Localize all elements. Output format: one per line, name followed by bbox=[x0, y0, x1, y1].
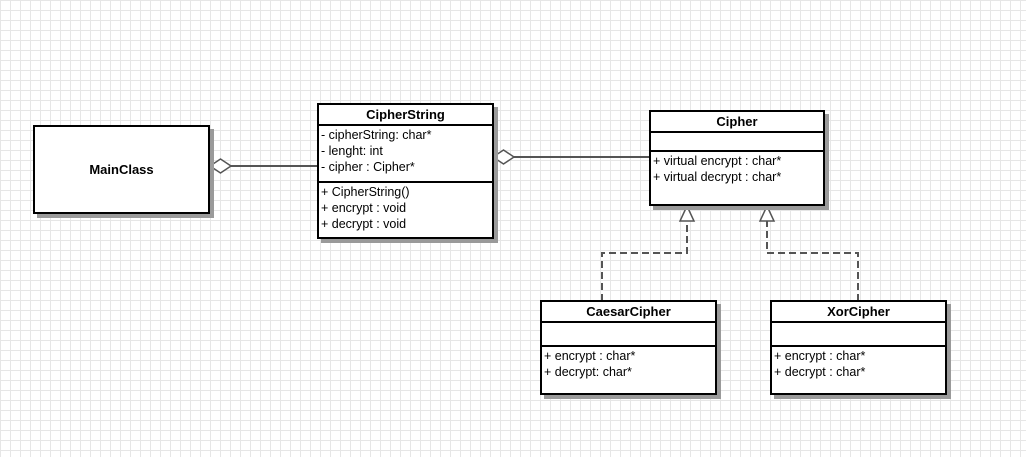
class-xorcipher[interactable]: XorCipher + encrypt : char* + decrypt : … bbox=[770, 300, 947, 395]
aggregation-diamond-cipherstring bbox=[491, 149, 516, 165]
class-cipherstring-method: + decrypt : void bbox=[321, 217, 407, 231]
aggregation-diamond-mainclass bbox=[208, 158, 233, 174]
class-cipher-method: + virtual encrypt : char* bbox=[653, 154, 782, 168]
class-cipherstring-attribute: - cipher : Cipher* bbox=[321, 160, 415, 174]
class-cipher[interactable]: Cipher + virtual encrypt : char* + virtu… bbox=[649, 110, 825, 206]
realization-line-xor-cipher bbox=[766, 221, 859, 301]
class-caesarcipher[interactable]: CaesarCipher + encrypt : char* + decrypt… bbox=[540, 300, 717, 395]
class-cipherstring-attribute: - cipherString: char* bbox=[321, 128, 432, 142]
class-caesarcipher-method: + encrypt : char* bbox=[544, 349, 636, 363]
class-caesarcipher-name: CaesarCipher bbox=[542, 302, 715, 323]
class-cipher-name: Cipher bbox=[651, 112, 823, 133]
class-cipherstring-attributes: - cipherString: char* - lenght: int - ci… bbox=[319, 126, 492, 183]
class-xorcipher-method: + decrypt : char* bbox=[774, 365, 866, 379]
class-cipherstring-name: CipherString bbox=[319, 105, 492, 126]
realization-arrowhead-caesar bbox=[678, 204, 696, 222]
class-cipherstring-methods: + CipherString() + encrypt : void + decr… bbox=[319, 183, 492, 234]
class-caesarcipher-attributes bbox=[542, 323, 715, 347]
class-cipherstring[interactable]: CipherString - cipherString: char* - len… bbox=[317, 103, 494, 239]
class-cipherstring-method: + encrypt : void bbox=[321, 201, 407, 215]
class-caesarcipher-methods: + encrypt : char* + decrypt: char* bbox=[542, 347, 715, 382]
realization-arrowhead-xor bbox=[758, 204, 776, 222]
class-cipherstring-attribute: - lenght: int bbox=[321, 144, 383, 158]
class-xorcipher-methods: + encrypt : char* + decrypt : char* bbox=[772, 347, 945, 382]
class-xorcipher-attributes bbox=[772, 323, 945, 347]
class-mainclass[interactable]: MainClass bbox=[33, 125, 210, 214]
class-cipher-attributes bbox=[651, 133, 823, 152]
realization-line-caesar-cipher bbox=[601, 221, 688, 301]
class-xorcipher-name: XorCipher bbox=[772, 302, 945, 323]
class-cipher-methods: + virtual encrypt : char* + virtual decr… bbox=[651, 152, 823, 187]
class-cipherstring-method: + CipherString() bbox=[321, 185, 410, 199]
class-mainclass-name: MainClass bbox=[89, 162, 154, 177]
class-cipher-method: + virtual decrypt : char* bbox=[653, 170, 782, 184]
class-xorcipher-method: + encrypt : char* bbox=[774, 349, 866, 363]
class-caesarcipher-method: + decrypt: char* bbox=[544, 365, 632, 379]
